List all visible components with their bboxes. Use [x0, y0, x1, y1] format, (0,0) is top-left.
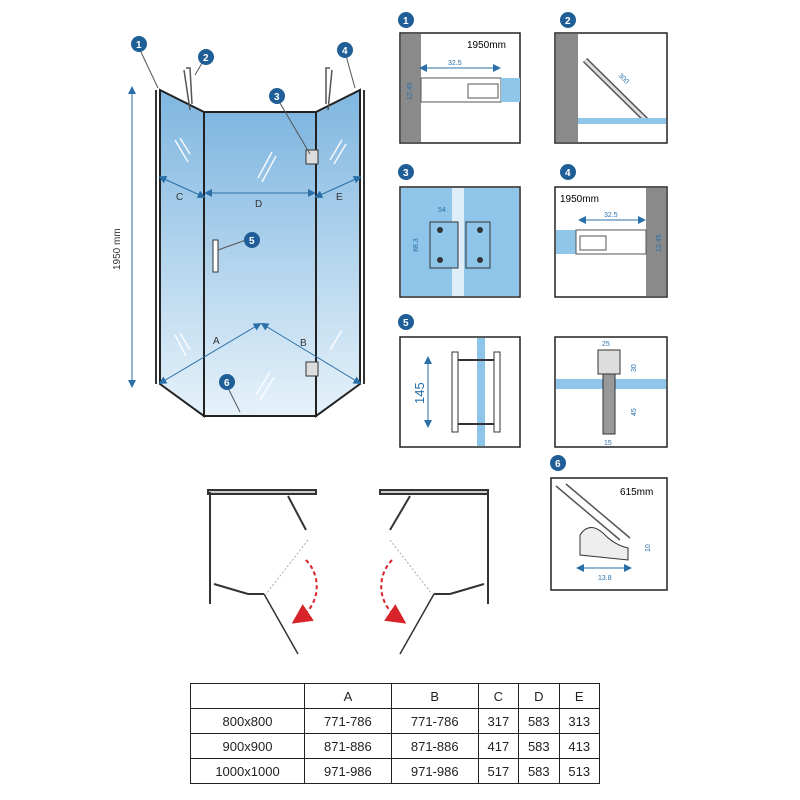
detail-5: 5 145	[398, 314, 521, 448]
svg-text:615mm: 615mm	[620, 487, 653, 498]
svg-text:45: 45	[631, 408, 638, 416]
callout-badge-6: 6	[219, 374, 235, 390]
label-c: C	[176, 192, 183, 203]
d1-height: 1950mm	[467, 40, 506, 51]
callout-badge-2: 2	[198, 49, 214, 65]
door-handle	[212, 239, 219, 273]
plan-view-right	[379, 489, 489, 655]
svg-text:1: 1	[403, 16, 409, 27]
table-row: 1000x1000 971-986 971-986 517 583 513	[190, 758, 601, 784]
label-d: D	[255, 199, 262, 210]
main-enclosure: 1950 mm C D E A B 1 2 4 3 5 6	[112, 36, 365, 418]
label-a: A	[213, 336, 220, 347]
svg-text:4: 4	[342, 46, 348, 57]
svg-text:12.45: 12.45	[656, 234, 663, 252]
callout-badge-3: 3	[269, 88, 285, 104]
svg-text:1: 1	[136, 40, 142, 51]
svg-text:25: 25	[602, 341, 610, 348]
door-glass-panel	[203, 111, 317, 417]
hinge-bottom	[305, 361, 319, 377]
svg-text:2: 2	[565, 16, 571, 27]
svg-text:6: 6	[555, 459, 561, 470]
table-header-row: A B C D E	[190, 683, 601, 709]
svg-text:145: 145	[412, 382, 427, 404]
label-b: B	[300, 338, 307, 349]
table-row: 800x800 771-786 771-786 317 583 313	[190, 708, 601, 734]
svg-text:12.45: 12.45	[407, 82, 414, 100]
svg-text:5: 5	[249, 236, 255, 247]
svg-text:4: 4	[565, 168, 571, 179]
left-glass-panel	[159, 88, 205, 418]
svg-text:6: 6	[224, 378, 230, 389]
svg-text:30: 30	[631, 364, 638, 372]
table-row: 900x900 871-886 871-886 417 583 413	[190, 733, 601, 759]
svg-text:32.5: 32.5	[604, 212, 618, 219]
detail-5b: 25 30 45 15	[554, 336, 668, 448]
svg-text:2: 2	[203, 53, 209, 64]
label-e: E	[336, 192, 343, 203]
detail-3: 3 54 88.3	[398, 164, 521, 298]
callout-badge-4: 4	[337, 42, 353, 58]
svg-text:15: 15	[604, 440, 612, 447]
svg-text:3: 3	[403, 168, 409, 179]
svg-text:32.5: 32.5	[448, 60, 462, 67]
svg-text:10: 10	[645, 544, 652, 552]
svg-text:13.8: 13.8	[598, 575, 612, 582]
hinge-top	[305, 149, 319, 165]
callout-badge-1: 1	[131, 36, 147, 52]
detail-4: 4 1950mm 32.5 12.45	[554, 164, 668, 298]
svg-text:88.3: 88.3	[413, 238, 420, 252]
height-label: 1950 mm	[112, 228, 123, 270]
plan-view-left	[207, 489, 318, 655]
svg-text:54: 54	[438, 207, 446, 214]
svg-text:1950mm: 1950mm	[560, 194, 599, 205]
detail-1: 1 1950mm 32.5 12.45	[398, 12, 521, 144]
detail-2: 2 300	[554, 12, 668, 144]
size-table: A B C D E 800x800 771-786 771-786 317 58…	[190, 683, 601, 784]
svg-text:3: 3	[274, 92, 280, 103]
callout-badge-5: 5	[244, 232, 260, 248]
right-glass-panel	[315, 88, 361, 418]
svg-text:5: 5	[403, 318, 409, 329]
detail-6: 6 615mm 13.8 10	[550, 455, 668, 591]
